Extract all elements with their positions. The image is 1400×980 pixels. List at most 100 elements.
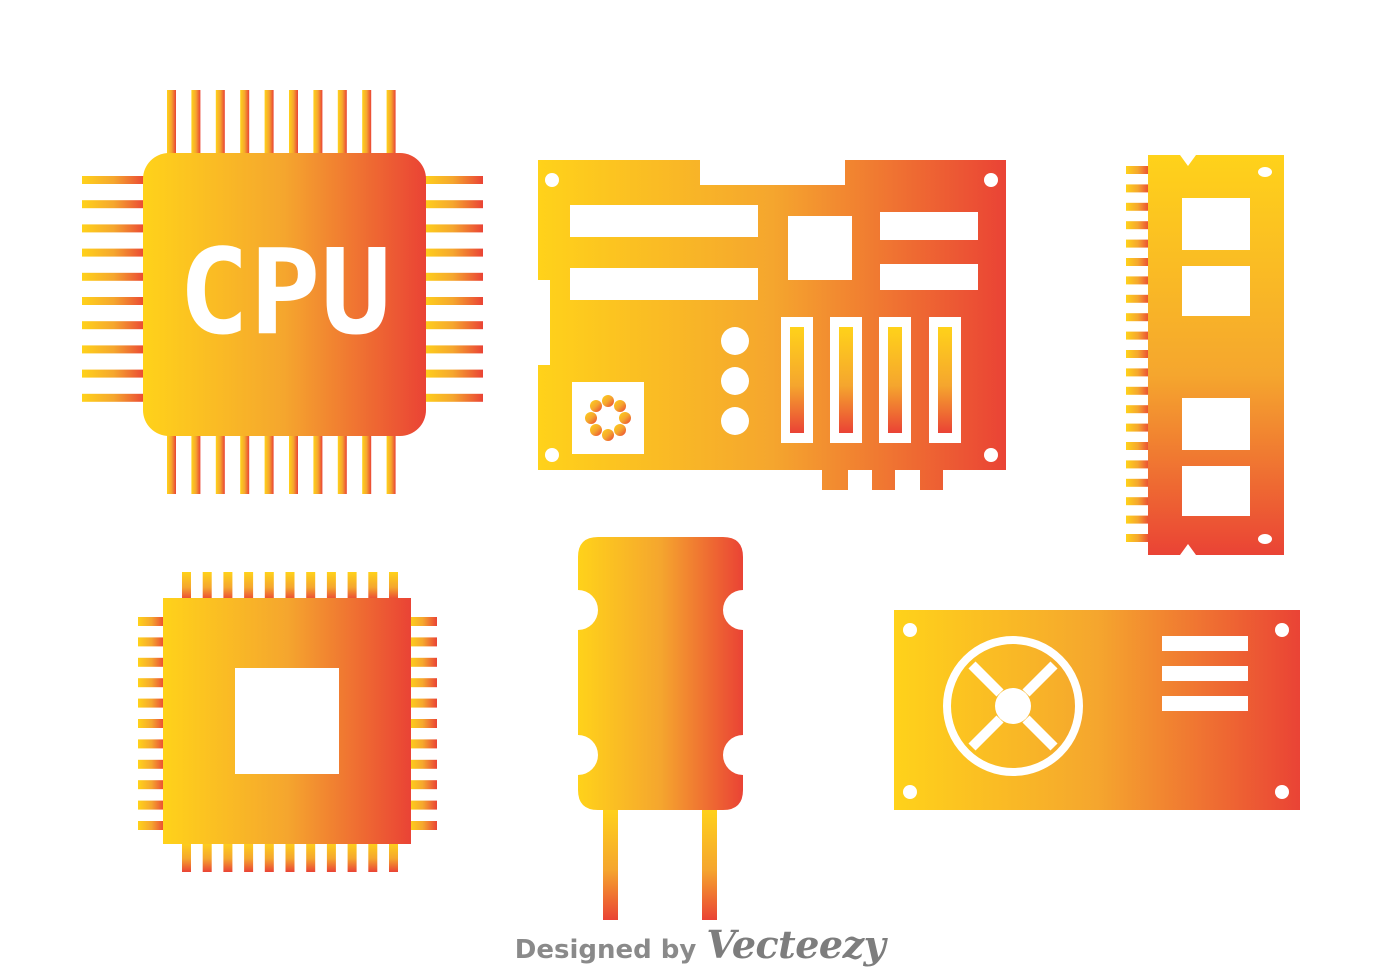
pin	[289, 90, 298, 156]
motherboard-capacitor	[721, 327, 749, 355]
pin	[337, 90, 347, 156]
pin	[182, 572, 191, 600]
ram-chip	[1182, 266, 1250, 316]
pin	[138, 698, 165, 708]
motherboard-slot	[880, 264, 978, 290]
pin	[264, 842, 274, 872]
pin	[167, 90, 176, 156]
pin	[1126, 166, 1150, 174]
pin	[167, 434, 176, 494]
screw-hole	[984, 448, 998, 462]
pin	[1126, 313, 1150, 322]
expansion-slot-inner	[888, 327, 902, 433]
pin	[368, 572, 378, 600]
pin	[285, 842, 295, 872]
socket-dot	[614, 399, 627, 412]
pin	[138, 657, 165, 667]
chip-pins-left	[138, 617, 165, 830]
pin	[423, 393, 483, 402]
motherboard-socket	[572, 382, 644, 454]
pin	[326, 842, 336, 872]
expansion-slot-inner	[938, 327, 952, 433]
screw-hole	[984, 173, 998, 187]
pin	[337, 434, 347, 494]
pin	[362, 90, 372, 156]
motherboard-socket-ring	[585, 395, 631, 441]
screw-hole	[545, 173, 559, 187]
cpu-pins-bottom	[167, 434, 396, 494]
vecteezy-logo: Vecteezy	[706, 922, 886, 967]
designer-credit: Designed by Vecteezy	[0, 922, 1400, 978]
pin	[264, 572, 274, 600]
pin	[82, 224, 146, 233]
fan-ring	[943, 636, 1083, 776]
socket-dot	[602, 429, 614, 441]
pin	[423, 176, 483, 184]
pin	[240, 90, 250, 156]
pin	[264, 434, 274, 494]
pin	[1126, 184, 1150, 193]
pin	[1126, 350, 1150, 358]
pin	[223, 842, 233, 872]
pin	[82, 321, 146, 330]
pin	[215, 434, 225, 494]
ram-chip	[1182, 466, 1250, 516]
ram-board	[1148, 155, 1284, 555]
pin	[409, 617, 437, 626]
motherboard-capacitor	[721, 367, 749, 395]
pin	[389, 842, 398, 872]
pin	[138, 780, 165, 790]
screw-hole	[1258, 167, 1272, 177]
pin	[409, 698, 437, 708]
chip-pins-right	[409, 617, 437, 830]
pin	[423, 200, 483, 209]
chip-pins-top	[182, 572, 398, 600]
socket-dot	[619, 412, 631, 424]
pin	[182, 842, 191, 872]
cpu-chip-icon: CPU	[82, 90, 483, 494]
pin	[409, 637, 437, 647]
socket-dot	[602, 395, 614, 407]
capacitor-body	[578, 537, 743, 810]
pin	[82, 393, 146, 402]
pin	[82, 272, 146, 281]
pin	[1126, 423, 1150, 432]
motherboard-slot	[570, 205, 758, 237]
pin	[202, 842, 212, 872]
pin	[1126, 515, 1150, 524]
capacitor-lead	[702, 808, 717, 920]
microchip-icon	[138, 572, 437, 872]
pin	[1126, 442, 1150, 450]
motherboard-slot	[570, 268, 758, 300]
pin	[82, 369, 146, 378]
fan-blades	[968, 661, 1058, 751]
pin	[1126, 405, 1150, 414]
pin	[409, 719, 437, 728]
pin	[347, 842, 357, 872]
pin	[82, 176, 146, 184]
screw-hole	[1258, 534, 1272, 544]
pin	[1126, 497, 1150, 506]
pin	[409, 800, 437, 810]
vent-slot	[1162, 636, 1248, 651]
credit-prefix: Designed by	[514, 935, 697, 965]
vent-slot	[1162, 666, 1248, 681]
pin	[1126, 534, 1150, 542]
pin	[138, 678, 165, 688]
pin	[409, 780, 437, 790]
pin	[423, 297, 483, 305]
pin	[240, 434, 250, 494]
ram-pins	[1126, 166, 1150, 542]
pin	[138, 637, 165, 647]
pin	[1126, 386, 1150, 395]
pin	[138, 800, 165, 810]
pin	[306, 572, 316, 600]
cpu-pins-right	[423, 176, 483, 402]
ram-chip	[1182, 398, 1250, 450]
pin	[138, 617, 165, 626]
pin	[289, 434, 298, 494]
pin	[423, 321, 483, 330]
pin	[386, 90, 396, 156]
screw-hole	[903, 785, 917, 799]
